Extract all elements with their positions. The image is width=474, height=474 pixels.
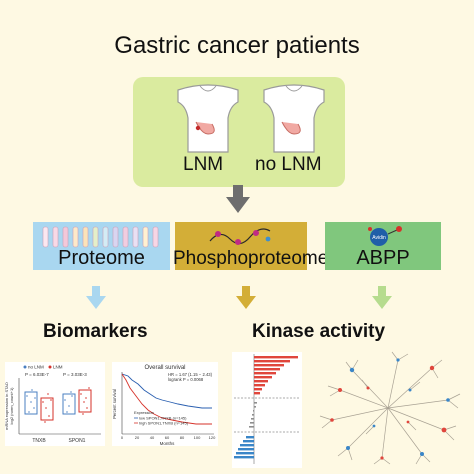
survival-legend-high: high SPON1,TNXB (n=145) <box>139 421 189 426</box>
boxplot-points <box>24 387 92 423</box>
legend-no-lnm: no LNM <box>28 365 44 370</box>
survival-xtick: 20 <box>135 435 140 440</box>
arrow-down-icon <box>226 185 250 213</box>
proteome-label: Proteome <box>58 247 145 269</box>
survival-xtick: 60 <box>165 435 170 440</box>
survival-xtick: 100 <box>194 435 201 440</box>
phosphoproteome-box: Phosphoproteome <box>173 222 328 270</box>
boxplot-x1: TNXB <box>32 438 46 444</box>
arrow-down-icon <box>236 286 256 309</box>
kinase-bar-chart-icon <box>232 352 302 468</box>
proteome-box: Proteome <box>33 222 170 270</box>
boxplot-p1: P = 6.03E-7 <box>25 372 49 377</box>
kinase-activity-heading: Kinase activity <box>252 321 386 342</box>
survival-xtick: 80 <box>180 435 185 440</box>
boxplot-ylabel: mRNA expression in STAD <box>4 382 9 430</box>
abpp-label: ABPP <box>356 247 410 269</box>
page-title: Gastric cancer patients <box>114 32 360 59</box>
no-lnm-label: no LNM <box>255 154 322 175</box>
avidin-beads-icon: Avidin <box>368 226 402 246</box>
arrow-down-icon <box>86 286 106 309</box>
lnm-label: LNM <box>183 154 224 175</box>
boxplot-figure: mRNA expression in STAD log2 (norm_count… <box>4 362 105 446</box>
person-silhouette-icon <box>177 84 239 153</box>
avidin-label: Avidin <box>372 235 386 241</box>
survival-title: Overall survival <box>144 365 185 371</box>
phosphate-chain-icon <box>209 228 271 245</box>
survival-legend-low: low SPON1,TNXB (n=145) <box>139 416 187 421</box>
kinome-tree-icon <box>319 351 461 465</box>
survival-figure: Overall survival HR = 1.67 (1.15 − 2.43)… <box>112 362 218 446</box>
survival-xtick: 0 <box>121 435 124 440</box>
legend-lnm: LNM <box>53 365 63 370</box>
survival-xlabel: Months <box>160 441 176 446</box>
boxplot-ylabel2: log2 (norm_count+1) <box>9 387 14 425</box>
biomarkers-heading: Biomarkers <box>43 321 148 342</box>
person-silhouette-icon <box>263 84 325 153</box>
survival-xtick: 120 <box>209 435 216 440</box>
test-tubes-icon <box>42 226 159 248</box>
phosphoproteome-label: Phosphoproteome <box>173 248 329 269</box>
boxplot-x2: SPON1 <box>69 438 86 444</box>
survival-ylabel: Percent survival <box>112 389 117 419</box>
survival-legend-title: Expression <box>134 410 154 415</box>
boxplot-p2: P = 3.03E-3 <box>63 372 87 377</box>
survival-logrank: logrank P = 0.0068 <box>168 377 204 382</box>
abpp-box: Avidin ABPP <box>325 222 441 270</box>
survival-xtick: 40 <box>150 435 155 440</box>
arrow-down-icon <box>372 286 392 309</box>
survival-hr: HR = 1.67 (1.15 − 2.43) <box>168 372 213 377</box>
